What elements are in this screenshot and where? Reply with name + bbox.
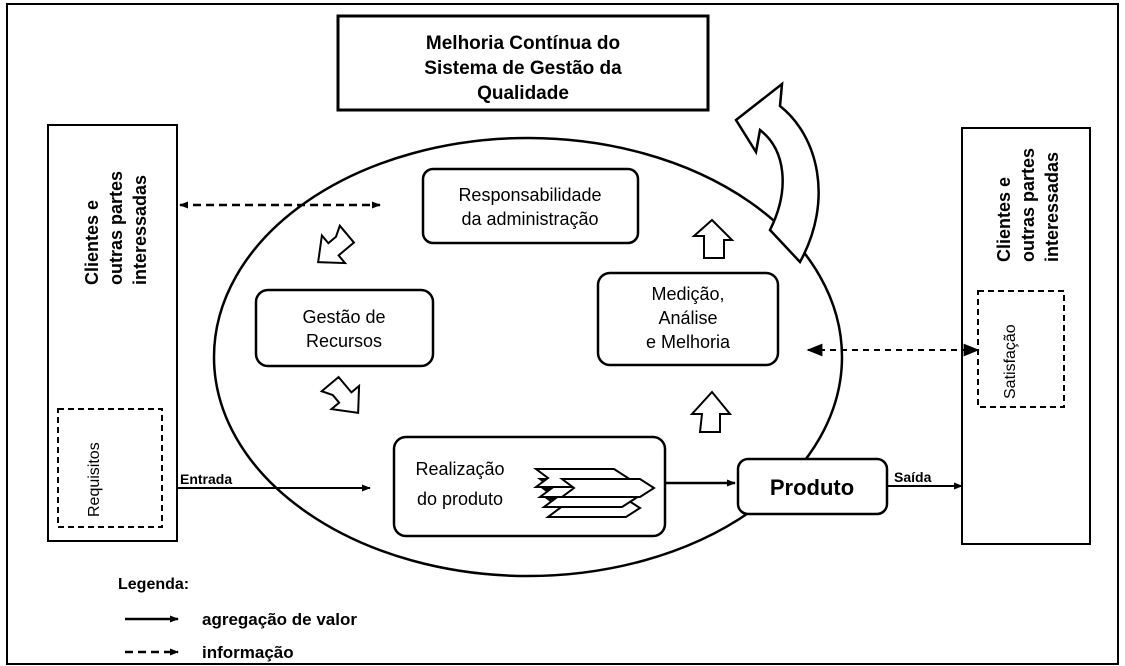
legend-title: Legenda: bbox=[118, 576, 189, 593]
title-line-2: Sistema de Gestão da bbox=[424, 58, 622, 79]
process-ellipse bbox=[212, 136, 844, 578]
left-stakeholders-line-2: outras partes bbox=[106, 171, 126, 285]
product-realization-line-2: do produto bbox=[417, 489, 503, 509]
right-stakeholders-line-3: interessadas bbox=[1042, 152, 1062, 262]
legend: Legenda: agregação de valor informação bbox=[118, 576, 357, 662]
right-stakeholders-box: Clientes e outras partes interessadas Sa… bbox=[961, 127, 1091, 545]
right-stakeholders-line-1: Clientes e bbox=[994, 177, 1014, 262]
legend-information-label: informação bbox=[202, 643, 294, 662]
satisfaction-label: Satisfação bbox=[1002, 324, 1019, 399]
outer-frame bbox=[6, 3, 1119, 665]
resource-management-line-2: Recursos bbox=[306, 331, 382, 351]
flow-arrow-resources-to-realization bbox=[319, 375, 361, 414]
management-responsibility-line-1: Responsabilidade bbox=[458, 185, 601, 205]
management-responsibility-line-2: da administração bbox=[461, 209, 598, 229]
legend-value-added-label: agregação de valor bbox=[202, 610, 357, 629]
continuous-improvement-arrow bbox=[734, 81, 820, 265]
right-stakeholders-line-2: outras partes bbox=[1018, 148, 1038, 262]
product-label: Produto bbox=[770, 475, 854, 500]
left-stakeholders-line-3: interessadas bbox=[130, 175, 150, 285]
flow-arrow-responsibility-to-resources bbox=[317, 223, 356, 265]
product-box: Produto bbox=[736, 457, 889, 516]
measurement-line-2: Análise bbox=[658, 308, 717, 328]
product-realization-box: Realização do produto bbox=[392, 435, 667, 538]
left-stakeholders-line-1: Clientes e bbox=[82, 200, 102, 285]
resource-management-box: Gestão de Recursos bbox=[254, 288, 435, 368]
title-line-1: Melhoria Contínua do bbox=[426, 33, 620, 54]
measurement-line-3: e Melhoria bbox=[646, 332, 731, 352]
requirements-label: Requisitos bbox=[86, 442, 103, 517]
management-responsibility-box: Responsabilidade da administração bbox=[421, 167, 640, 245]
stacked-layers-icon bbox=[533, 468, 656, 518]
title-line-3: Qualidade bbox=[477, 83, 569, 104]
flow-arrow-measurement-to-responsibility bbox=[691, 218, 735, 259]
measurement-line-1: Medição, bbox=[651, 284, 724, 304]
input-label: Entrada bbox=[180, 471, 232, 487]
product-realization-line-1: Realização bbox=[415, 459, 504, 479]
measurement-analysis-box: Medição, Análise e Melhoria bbox=[596, 271, 780, 367]
resource-management-line-1: Gestão de bbox=[302, 307, 385, 327]
output-label: Saída bbox=[894, 469, 932, 485]
requirements-box bbox=[57, 408, 163, 528]
flow-arrow-realization-to-measurement bbox=[689, 390, 733, 433]
left-stakeholders-box: Clientes e outras partes interessadas Re… bbox=[47, 124, 178, 542]
continuous-improvement-box: Melhoria Contínua do Sistema de Gestão d… bbox=[336, 14, 710, 112]
